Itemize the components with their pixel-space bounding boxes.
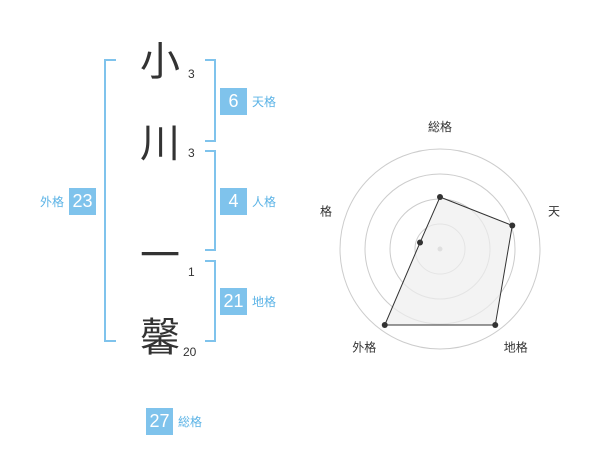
radar-axis-label-3: 地格 xyxy=(504,340,528,355)
radar-axis-label-1: 総格 xyxy=(428,119,452,134)
soukaku-badge: 27 総格 xyxy=(146,408,202,435)
name-char-1: 小 xyxy=(140,39,180,85)
stroke-count-2: 3 xyxy=(188,146,195,160)
tenkaku-badge: 6 天格 xyxy=(220,88,276,115)
gaikaku-badge: 外格 23 xyxy=(40,188,97,215)
tenkaku-bracket xyxy=(205,59,216,142)
soukaku-label: 総格 xyxy=(178,415,203,429)
radar-point-2 xyxy=(509,222,516,229)
tenkaku-label: 天格 xyxy=(252,95,277,109)
radar-point-1 xyxy=(437,194,443,200)
radar-chart: 総格天格地格 外格 人格 xyxy=(320,119,560,355)
stroke-count-4: 20 xyxy=(183,345,197,359)
radar-point-3 xyxy=(492,322,499,329)
gaikaku-label: 外格 xyxy=(40,195,65,209)
name-char-3: 一 xyxy=(140,233,180,279)
stroke-count-1: 3 xyxy=(188,67,195,81)
name-char-4: 馨 xyxy=(140,315,180,361)
chikaku-label: 地格 xyxy=(252,295,277,309)
name-char-2: 川 xyxy=(140,121,180,167)
jinkaku-label: 人格 xyxy=(252,195,277,209)
soukaku-value: 27 xyxy=(146,408,173,435)
radar-series-area xyxy=(383,196,513,326)
radar-axis-label-5: 人格 xyxy=(320,203,332,218)
gaikaku-value: 23 xyxy=(69,188,97,215)
radar-point-4 xyxy=(381,322,388,329)
gaikaku-bracket xyxy=(104,59,116,342)
radar-ring-4 xyxy=(339,148,541,350)
radar-point-5 xyxy=(417,239,424,246)
chikaku-bracket xyxy=(205,260,216,342)
radar-axis-label-2: 天格 xyxy=(548,203,560,218)
chikaku-value: 21 xyxy=(220,288,247,315)
jinkaku-bracket xyxy=(205,150,216,251)
jinkaku-value: 4 xyxy=(220,188,247,215)
stroke-count-3: 1 xyxy=(188,265,195,279)
jinkaku-badge: 4 人格 xyxy=(220,188,276,215)
tenkaku-value: 6 xyxy=(220,88,247,115)
chikaku-badge: 21 地格 xyxy=(220,288,276,315)
radar-axis-label-4: 外格 xyxy=(352,340,376,355)
